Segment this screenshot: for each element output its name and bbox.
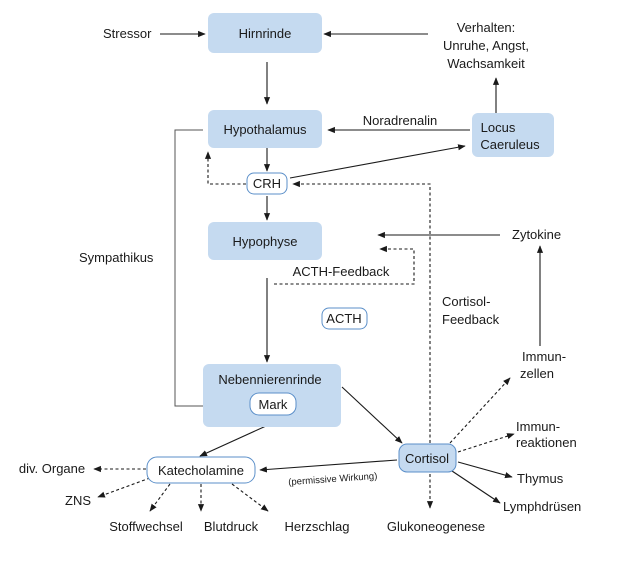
- box-locus-caeruleus: Locus Caeruleus: [472, 113, 554, 157]
- dashed-cortisol-immunzellen: [449, 377, 511, 444]
- noradrenalin-label: Noradrenalin: [363, 113, 437, 128]
- verhalten-line2: Unruhe, Angst,: [443, 38, 529, 53]
- hypothalamus-label: Hypothalamus: [223, 122, 307, 137]
- crh-label: CRH: [253, 176, 281, 191]
- immunzellen-line2: zellen: [520, 366, 554, 381]
- pill-crh: CRH: [246, 172, 288, 195]
- locus-label-line2: Caeruleus: [480, 137, 540, 152]
- pill-katecholamine: Katecholamine: [146, 456, 256, 484]
- hypophyse-label: Hypophyse: [232, 234, 297, 249]
- lymphdruesen-label: Lymphdrüsen: [503, 499, 581, 514]
- hirnrinde-label: Hirnrinde: [239, 26, 292, 41]
- locus-label-line1: Locus: [481, 120, 516, 135]
- mark-label: Mark: [259, 397, 288, 412]
- div-organe-label: div. Organe: [19, 461, 85, 476]
- immunreaktionen-line1: Immun-: [516, 419, 560, 434]
- permissive-label: (permissive Wirkung): [288, 471, 378, 488]
- arrow-nebenniere-cortisol: [341, 386, 403, 444]
- arrow-cortisol-thymus: [457, 461, 513, 479]
- arrow-mark-katecholamine: [199, 425, 267, 457]
- arrow-cortisol-lymphdruesen: [451, 470, 501, 504]
- glukoneogenese-label: Glukoneogenese: [387, 519, 485, 534]
- box-hypophyse: Hypophyse: [208, 222, 322, 260]
- stoffwechsel-label: Stoffwechsel: [109, 519, 183, 534]
- katecholamine-label: Katecholamine: [158, 463, 244, 478]
- cortisol-label: Cortisol: [405, 451, 449, 466]
- box-hypothalamus: Hypothalamus: [208, 110, 322, 148]
- blutdruck-label: Blutdruck: [204, 519, 259, 534]
- dashed-crh-hypothalamus: [204, 151, 246, 185]
- box-hirnrinde: Hirnrinde: [208, 13, 322, 53]
- box-nebennierenrinde: Nebennierenrinde Mark: [203, 364, 341, 427]
- pill-acth: ACTH: [321, 307, 368, 330]
- zytokine-label: Zytokine: [512, 227, 561, 242]
- dashed-kat-stoffwechsel: [149, 483, 171, 512]
- dashed-kat-zns: [97, 477, 151, 498]
- sympathikus-label: Sympathikus: [79, 250, 154, 265]
- dashed-kat-herzschlag: [231, 483, 269, 512]
- arrow-crh-locus: [289, 144, 466, 179]
- sympathikus-bracket: [174, 129, 203, 407]
- verhalten-line1: Verhalten:: [457, 20, 516, 35]
- cortisol-feedback-line1: Cortisol-: [442, 294, 490, 309]
- acth-label: ACTH: [326, 311, 361, 326]
- herzschlag-label: Herzschlag: [284, 519, 349, 534]
- verhalten-line3: Wachsamkeit: [447, 56, 525, 71]
- connectors: [93, 30, 544, 512]
- zns-label: ZNS: [65, 493, 91, 508]
- acth-feedback-label: ACTH-Feedback: [293, 264, 390, 279]
- dashed-cortisol-immunreaktionen: [457, 433, 515, 453]
- dashed-cortisol-feedback: [292, 180, 431, 443]
- arrow-cortisol-katecholamine: [259, 459, 398, 473]
- nebennierenrinde-label: Nebennierenrinde: [218, 372, 321, 387]
- thymus-label: Thymus: [517, 471, 564, 486]
- pill-cortisol: Cortisol: [398, 443, 457, 473]
- immunreaktionen-line2: reaktionen: [516, 435, 577, 450]
- immunzellen-line1: Immun-: [522, 349, 566, 364]
- stressor-label: Stressor: [103, 26, 152, 41]
- cortisol-feedback-line2: Feedback: [442, 312, 500, 327]
